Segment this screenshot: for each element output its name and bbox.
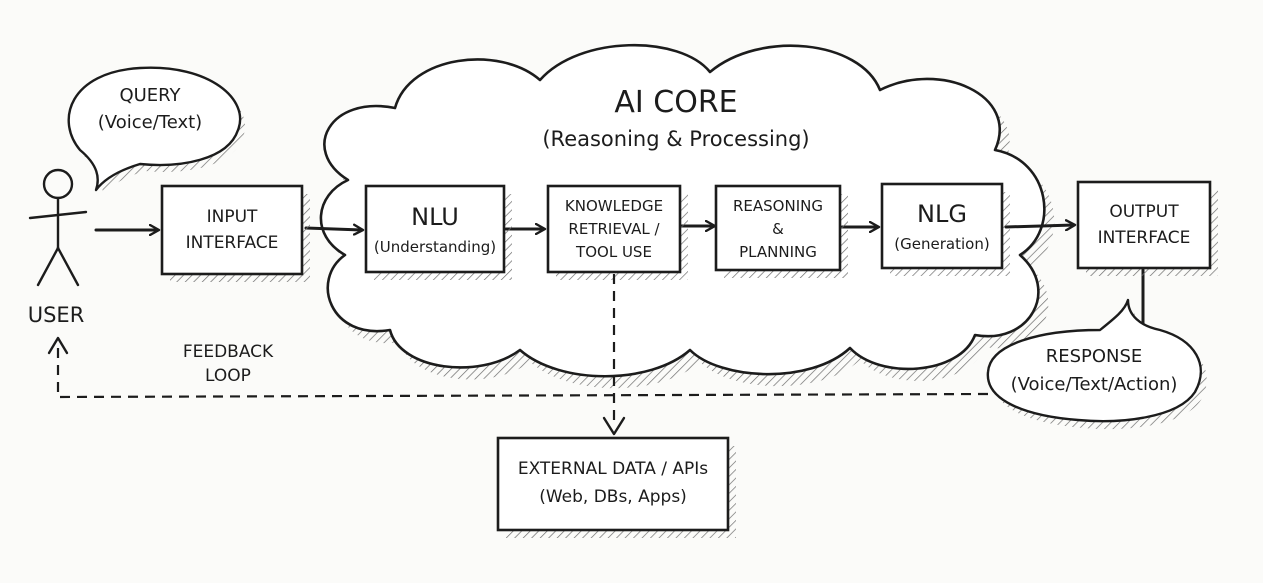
box-nlg: NLG (Generation) xyxy=(880,182,1010,276)
external-line2: (Web, DBs, Apps) xyxy=(539,487,687,507)
response-subtitle: (Voice/Text/Action) xyxy=(1011,374,1178,395)
feedback-dashed-line xyxy=(56,346,989,399)
query-speech-bubble: QUERY (Voice/Text) xyxy=(67,66,246,197)
user-stick-icon xyxy=(28,168,88,287)
knowledge-line3: TOOL USE xyxy=(575,243,652,261)
box-nlu: NLU (Understanding) xyxy=(364,184,512,280)
ai-core-subtitle: (Reasoning & Processing) xyxy=(542,127,809,151)
input-line2: INTERFACE xyxy=(186,233,279,253)
box-input-interface: INPUT INTERFACE xyxy=(160,184,310,282)
feedback-arrowhead xyxy=(47,336,69,355)
external-arrowhead xyxy=(602,416,626,436)
nlu-subtitle: (Understanding) xyxy=(374,238,496,256)
nlg-title: NLG xyxy=(917,200,967,228)
box-reasoning-planning: REASONING & PLANNING xyxy=(714,184,848,278)
reasoning-line1: REASONING xyxy=(733,197,823,215)
box-output-interface: OUTPUT INTERFACE xyxy=(1076,180,1218,276)
feedback-line2: LOOP xyxy=(205,366,251,386)
reasoning-line3: PLANNING xyxy=(739,243,817,261)
output-line1: OUTPUT xyxy=(1109,202,1179,222)
knowledge-line1: KNOWLEDGE xyxy=(565,197,663,215)
query-subtitle: (Voice/Text) xyxy=(98,112,202,133)
external-line1: EXTERNAL DATA / APIs xyxy=(518,459,708,479)
arrow-input-to-nlu xyxy=(304,228,362,230)
knowledge-line2: RETRIEVAL / xyxy=(568,220,660,238)
nlu-title: NLU xyxy=(411,203,459,231)
ai-core-title: AI CORE xyxy=(614,85,737,120)
output-line2: INTERFACE xyxy=(1098,228,1191,248)
feedback-line1: FEEDBACK xyxy=(183,342,274,362)
response-title: RESPONSE xyxy=(1046,346,1143,367)
user-label: USER xyxy=(28,303,85,327)
response-speech-bubble: RESPONSE (Voice/Text/Action) xyxy=(986,298,1207,430)
box-knowledge-retrieval: KNOWLEDGE RETRIEVAL / TOOL USE xyxy=(546,184,688,280)
user-figure: USER xyxy=(28,168,88,327)
feedback-loop: FEEDBACK LOOP xyxy=(47,336,989,399)
reasoning-line2: & xyxy=(772,220,784,238)
query-title: QUERY xyxy=(119,85,181,106)
box-external-data: EXTERNAL DATA / APIs (Web, DBs, Apps) xyxy=(496,436,736,538)
arrow-nlg-to-output xyxy=(1004,225,1074,227)
input-line1: INPUT xyxy=(207,207,258,227)
nlg-subtitle: (Generation) xyxy=(894,235,989,253)
